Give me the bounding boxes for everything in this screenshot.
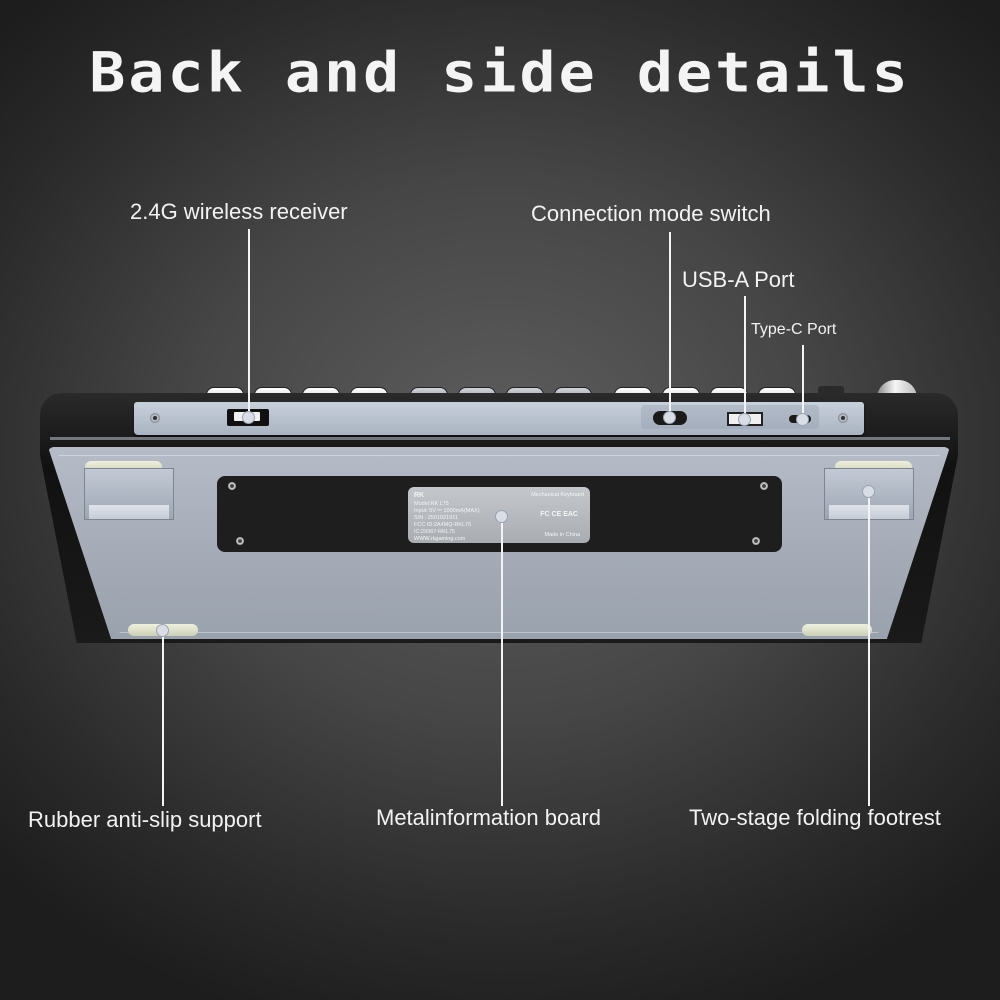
case-highlight	[50, 437, 950, 440]
label-type-c-port: Type-C Port	[751, 321, 837, 338]
callout-dot	[862, 485, 875, 498]
serial-text: S/N : 2501021911	[414, 515, 458, 521]
screw-icon	[228, 482, 236, 490]
callout-dot	[663, 411, 676, 424]
fcc-text: FCC ID:2A4MQ-RKL75	[414, 522, 472, 528]
callout-dot	[796, 413, 809, 426]
callout-dot	[242, 411, 255, 424]
screw-icon	[838, 413, 848, 423]
screw-icon	[752, 537, 760, 545]
certification-icons: FC CE EAC	[540, 511, 578, 518]
callout-line	[744, 296, 746, 419]
callout-line	[501, 522, 503, 806]
product-type: Mechanical Keyboard	[531, 492, 584, 498]
screw-icon	[760, 482, 768, 490]
callout-line	[802, 345, 804, 419]
side-key	[818, 386, 844, 396]
label-info-board: Metalinformation board	[376, 805, 602, 830]
callout-line	[868, 497, 870, 806]
callout-line	[248, 229, 250, 419]
model-text: Model:RK L75	[414, 501, 449, 507]
callout-dot	[156, 624, 169, 637]
callout-dot	[738, 413, 751, 426]
label-connection-mode-switch: Connection mode switch	[531, 201, 771, 226]
callout-dot	[495, 510, 508, 523]
origin-text: Made in China	[544, 532, 580, 538]
label-wireless-receiver: 2.4G wireless receiver	[130, 199, 348, 224]
ic-text: IC:29367-RKL75	[414, 529, 455, 535]
brand-logo: RK	[414, 492, 425, 499]
label-folding-footrest: Two-stage folding footrest	[689, 805, 941, 830]
screw-icon	[236, 537, 244, 545]
label-rubber-support: Rubber anti-slip support	[28, 807, 262, 832]
website-text: WWW.rkgaming.com	[414, 536, 466, 542]
label-usb-a-port: USB-A Port	[682, 267, 795, 292]
input-text: Input: 5V ⎓ 1000mA(MAX)	[414, 508, 480, 514]
folding-footrest	[84, 468, 174, 520]
screw-icon	[150, 413, 160, 423]
callout-line	[162, 636, 164, 806]
callout-line	[669, 232, 671, 417]
page-title: Back and side details	[89, 40, 911, 106]
rubber-pad	[802, 624, 872, 636]
